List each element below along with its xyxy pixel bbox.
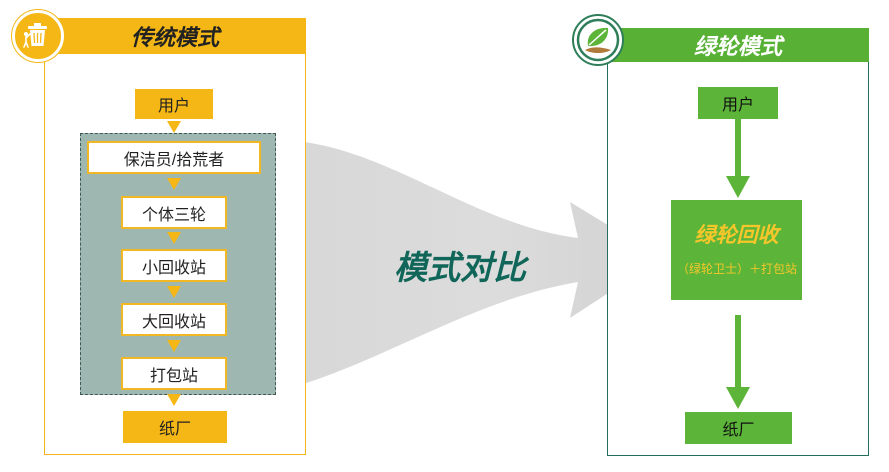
leaf-icon [576,18,620,62]
small-station-node: 小回收站 [121,249,227,282]
traditional-paper-mill-node: 纸厂 [123,411,227,443]
trash-bin-icon [23,23,47,48]
flow-arrow [167,178,181,190]
flow-arrow [167,286,181,298]
packing-station-node: 打包站 [121,357,227,390]
tricycle-node: 个体三轮 [121,196,227,229]
green-wheel-header: 绿轮模式 [607,28,869,62]
flow-arrow [167,232,181,244]
flow-arrow [167,121,181,133]
traditional-badge [12,10,64,62]
traditional-user-node: 用户 [135,89,213,119]
flow-arrow [167,394,181,406]
flow-arrow [726,118,750,198]
green-user-node: 用户 [698,87,778,119]
green-recycle-subtitle: （绿轮卫士）＋打包站 [676,262,797,276]
green-recycle-node [671,200,802,300]
green-wheel-title: 绿轮模式 [693,34,782,59]
green-recycle-title: 绿轮回收 [694,224,779,247]
green-wheel-badge [572,14,624,66]
flow-arrow [167,340,181,352]
collector-node: 保洁员/拾荒者 [87,141,261,174]
traditional-title: 传统模式 [130,25,219,50]
green-paper-mill-node: 纸厂 [685,412,792,444]
traditional-header: 传统模式 [44,18,306,54]
flow-arrow [726,315,750,409]
comparison-label: 模式对比 [394,249,526,286]
large-station-node: 大回收站 [121,303,227,336]
